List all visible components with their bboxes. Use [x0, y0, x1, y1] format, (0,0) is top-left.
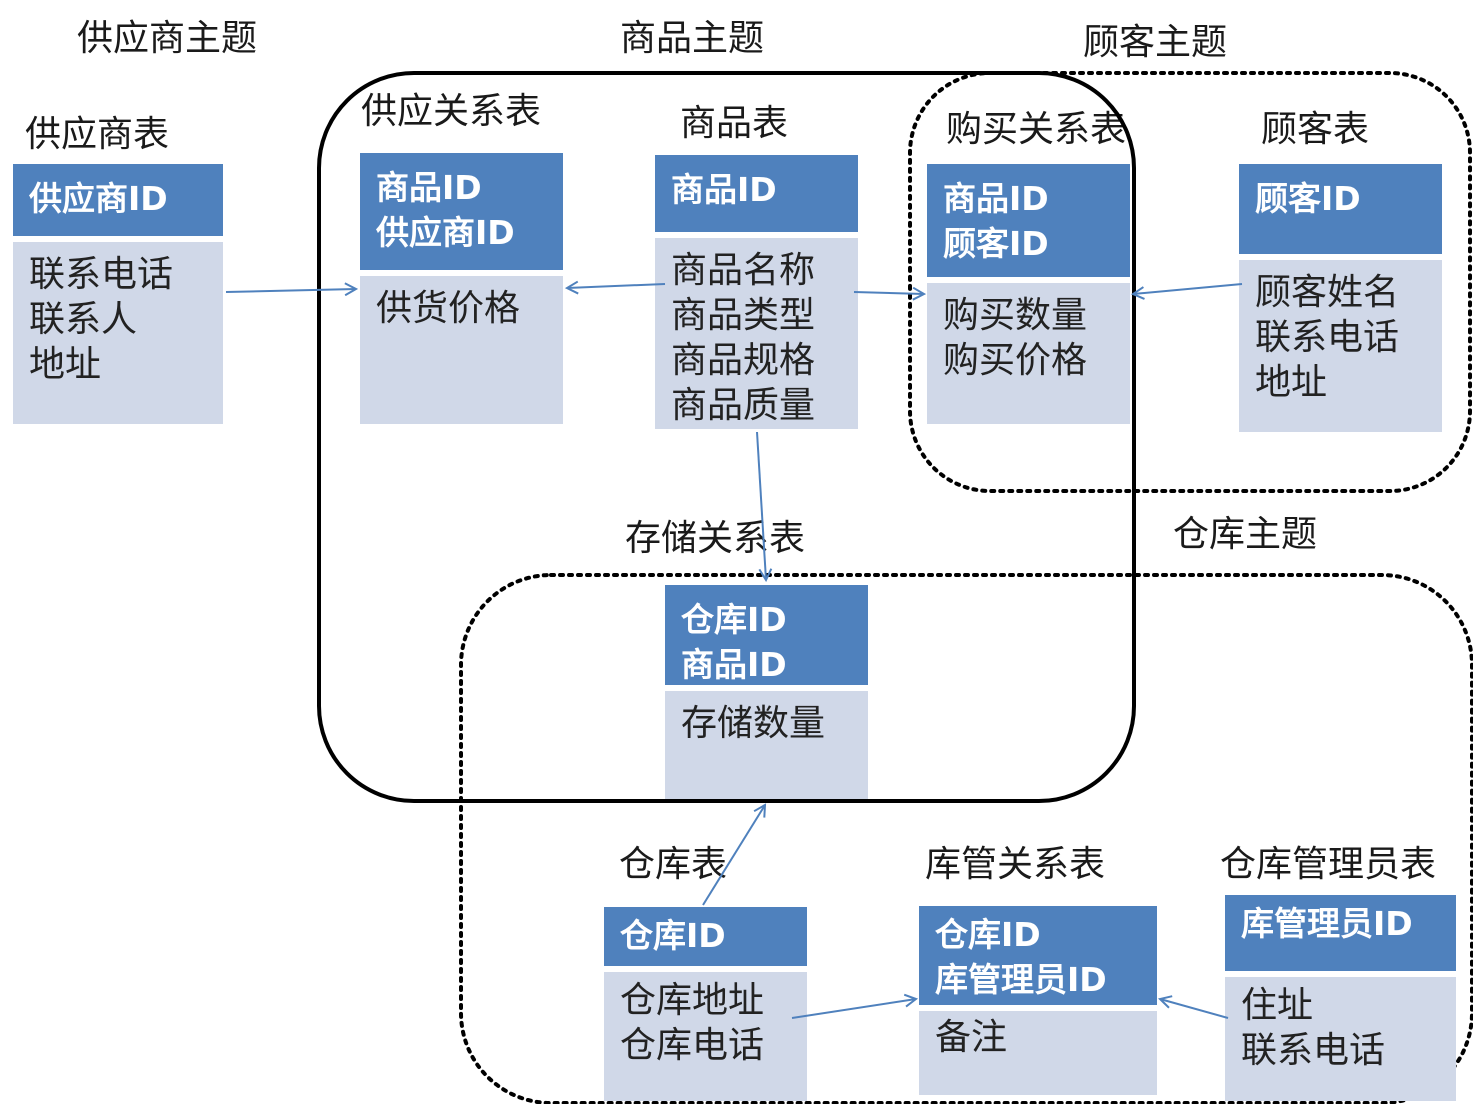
product-table: 商品ID 商品名称 商品类型 商品规格 商品质量: [655, 155, 858, 429]
key-field: 顾客ID: [1255, 179, 1361, 218]
supply-relation-table-fields: 供货价格: [360, 276, 563, 424]
keeper-table: 库管理员ID 住址 联系电话: [1225, 895, 1456, 1101]
product-theme-label: 商品主题: [620, 18, 765, 59]
key-field: 库管理员ID: [935, 960, 1107, 999]
key-field: 顾客ID: [943, 224, 1049, 263]
field: 联系人: [29, 299, 138, 340]
product-table-name: 商品表: [680, 103, 789, 144]
key-field: 商品ID: [943, 179, 1049, 218]
storage-relation-table: 仓库ID 商品ID 存储数量: [665, 585, 868, 801]
key-field: 供应商ID: [376, 213, 515, 252]
field: 联系电话: [1241, 1030, 1386, 1071]
warehouse-table-fields: 仓库地址 仓库电话: [604, 972, 807, 1101]
field: 备注: [935, 1017, 1008, 1058]
field: 住址: [1241, 985, 1314, 1026]
supply-relation-table-keys: 商品ID 供应商ID: [360, 153, 563, 270]
field: 仓库地址: [620, 980, 765, 1021]
warehouse-table-name: 仓库表: [619, 844, 728, 885]
storage-relation-table-keys: 仓库ID 商品ID: [665, 585, 868, 685]
customer-table: 顾客ID 顾客姓名 联系电话 地址: [1239, 164, 1442, 432]
key-field: 商品ID: [671, 170, 777, 209]
customer-table-fields: 顾客姓名 联系电话 地址: [1239, 260, 1442, 432]
field: 商品规格: [671, 340, 816, 381]
field: 仓库电话: [620, 1025, 765, 1066]
purchase-relation-table: 商品ID 顾客ID 购买数量 购买价格: [927, 164, 1130, 424]
purchase-relation-table-keys: 商品ID 顾客ID: [927, 164, 1130, 277]
supplier-table-keys: 供应商ID: [13, 164, 223, 236]
supply-relation-table: 商品ID 供应商ID 供货价格: [360, 153, 563, 424]
key-field: 商品ID: [376, 168, 482, 207]
warehouse-table-keys: 仓库ID: [604, 907, 807, 966]
field: 商品名称: [671, 250, 816, 291]
field: 存储数量: [681, 703, 826, 744]
storage-relation-table-fields: 存储数量: [665, 691, 868, 801]
field: 地址: [1255, 362, 1328, 403]
warehouse-theme-label: 仓库主题: [1173, 514, 1318, 555]
keeper-relation-table-name: 库管关系表: [925, 844, 1106, 885]
purchase-relation-table-name: 购买关系表: [946, 109, 1127, 150]
key-field: 仓库ID: [681, 600, 787, 639]
key-field: 商品ID: [681, 645, 787, 684]
key-field: 仓库ID: [620, 916, 726, 955]
keeper-table-name: 仓库管理员表: [1220, 844, 1437, 885]
key-field: 供应商ID: [29, 179, 168, 218]
field: 联系电话: [1255, 317, 1400, 358]
warehouse-table: 仓库ID 仓库地址 仓库电话: [604, 907, 807, 1101]
field: 地址: [29, 344, 102, 385]
product-table-keys: 商品ID: [655, 155, 858, 232]
keeper-table-fields: 住址 联系电话: [1225, 977, 1456, 1101]
field: 联系电话: [29, 254, 174, 295]
field: 供货价格: [376, 288, 521, 329]
field: 商品类型: [671, 295, 816, 336]
product-table-fields: 商品名称 商品类型 商品规格 商品质量: [655, 238, 858, 429]
keeper-relation-table: 仓库ID 库管理员ID 备注: [919, 906, 1157, 1095]
field: 商品质量: [671, 385, 816, 426]
keeper-relation-table-keys: 仓库ID 库管理员ID: [919, 906, 1157, 1005]
storage-relation-table-name: 存储关系表: [625, 518, 806, 559]
key-field: 仓库ID: [935, 915, 1041, 954]
supply-relation-table-name: 供应关系表: [361, 91, 542, 132]
keeper-table-keys: 库管理员ID: [1225, 895, 1456, 971]
supplier-table-name: 供应商表: [25, 114, 170, 155]
customer-theme-label: 顾客主题: [1083, 22, 1228, 63]
supplier-theme-label: 供应商主题: [77, 18, 258, 59]
field: 购买价格: [943, 340, 1088, 381]
keeper-relation-table-fields: 备注: [919, 1011, 1157, 1095]
customer-table-keys: 顾客ID: [1239, 164, 1442, 254]
customer-table-name: 顾客表: [1261, 109, 1370, 150]
key-field: 库管理员ID: [1241, 904, 1413, 943]
purchase-relation-table-fields: 购买数量 购买价格: [927, 283, 1130, 424]
field: 顾客姓名: [1255, 272, 1400, 313]
supplier-table: 供应商ID 联系电话 联系人 地址: [13, 164, 223, 424]
field: 购买数量: [943, 295, 1088, 336]
customer-theme-boundary: [908, 71, 1472, 493]
supplier-table-fields: 联系电话 联系人 地址: [13, 242, 223, 424]
